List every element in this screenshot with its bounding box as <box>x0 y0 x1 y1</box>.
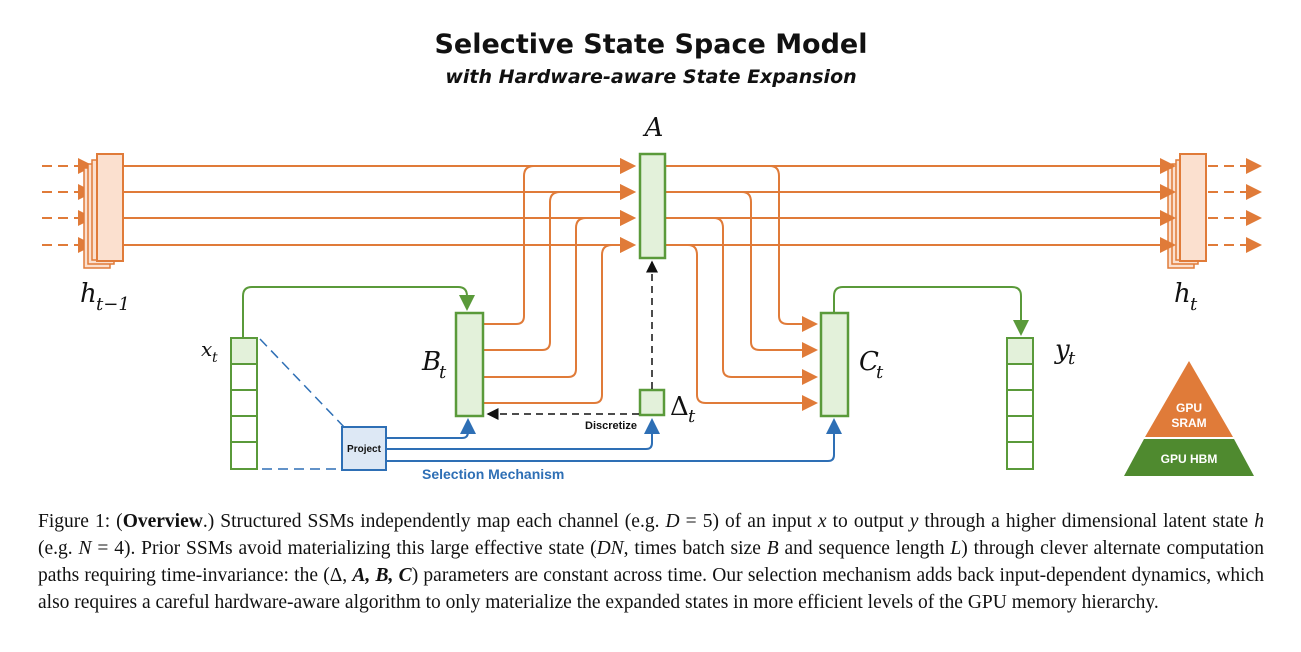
b-block <box>454 311 485 418</box>
svg-text:C: C <box>859 347 879 377</box>
diagram-subtitle: with Hardware-aware State Expansion <box>445 66 856 88</box>
svg-text:h: h <box>80 279 97 309</box>
selection-mechanism-label: Selection Mechanism <box>422 466 564 482</box>
x-to-b-arrow <box>242 286 475 338</box>
x-to-project-dashed <box>259 338 346 470</box>
svg-text:t: t <box>876 362 884 383</box>
svg-text:y: y <box>1054 335 1070 365</box>
output-y-column <box>1006 337 1034 470</box>
diagram-title: Selective State Space Model <box>434 29 867 60</box>
svg-text:t: t <box>212 350 218 366</box>
svg-text:x: x <box>201 337 212 361</box>
pyramid-hbm-label: GPU HBM <box>1161 452 1218 466</box>
b-to-a-lines <box>483 158 636 404</box>
label-c: C t <box>859 347 884 383</box>
pyramid-sram-label-2: SRAM <box>1171 416 1206 430</box>
svg-text:B: B <box>421 347 441 377</box>
svg-text:t: t <box>1068 348 1076 369</box>
label-a: A <box>643 113 664 143</box>
input-x-column <box>230 337 258 470</box>
svg-text:t: t <box>1190 294 1198 315</box>
project-arrows <box>387 418 842 462</box>
label-y: y t <box>1054 335 1076 369</box>
pyramid-sram-label-1: GPU <box>1176 401 1202 415</box>
label-delta: Δ t <box>670 392 696 427</box>
project-box <box>341 426 387 471</box>
gpu-memory-pyramid: GPU SRAM GPU HBM <box>1124 361 1254 476</box>
a-to-c-lines <box>666 165 818 411</box>
discretize-label: Discretize <box>585 420 637 432</box>
a-block <box>638 152 667 260</box>
label-h-next: h t <box>1174 279 1198 315</box>
c-to-y-arrow <box>833 286 1029 336</box>
svg-text:t: t <box>439 362 447 383</box>
label-b: B t <box>421 347 447 383</box>
svg-text:h: h <box>1174 279 1191 309</box>
ssm-diagram: Selective State Space Model with Hardwar… <box>42 29 1262 482</box>
svg-text:t: t <box>688 406 696 427</box>
delta-block <box>638 388 666 417</box>
state-h-prev <box>83 153 124 269</box>
c-block <box>819 311 850 418</box>
outgoing-dashed-arrows <box>1208 158 1262 253</box>
label-h-prev: h t−1 <box>80 279 130 315</box>
figure-caption: Figure 1: (Overview.) Structured SSMs in… <box>38 511 1265 613</box>
project-label: Project <box>347 444 382 455</box>
label-x: x t <box>201 337 218 366</box>
svg-text:Δ: Δ <box>670 392 689 422</box>
state-h-next <box>1167 153 1207 269</box>
svg-text:t−1: t−1 <box>96 294 130 315</box>
